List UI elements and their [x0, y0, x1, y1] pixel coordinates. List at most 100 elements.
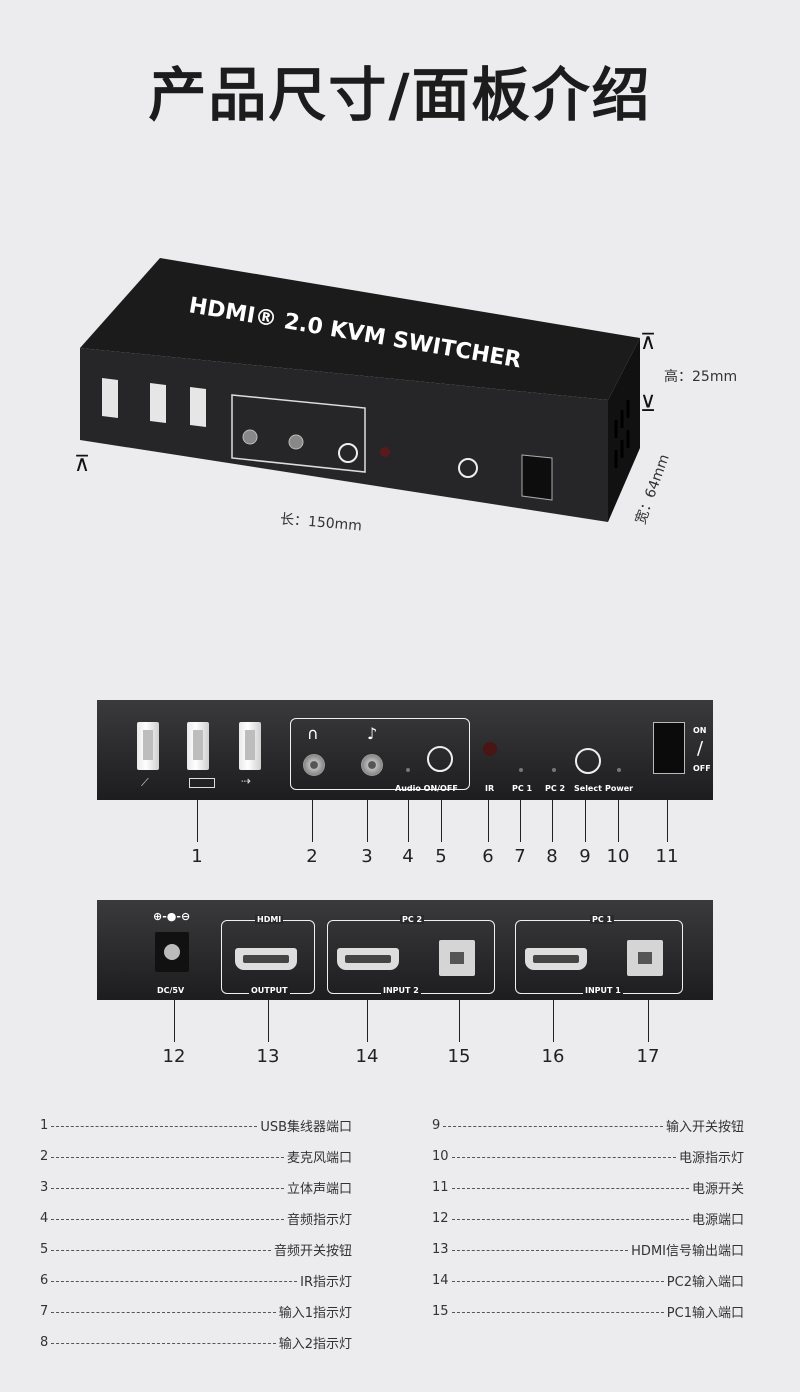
callout-number: 2: [306, 846, 318, 867]
legend-dashes: [51, 1312, 276, 1313]
legend-text: 音频开关按钮: [273, 1244, 352, 1259]
legend-number: 6: [40, 1273, 49, 1288]
legend-text: HDMI信号输出端口: [631, 1244, 744, 1259]
callout-number: 1: [191, 846, 203, 867]
legend-text: 输入1指示灯: [278, 1306, 352, 1321]
legend-dashes: [51, 1219, 284, 1220]
callout-number: 6: [482, 846, 494, 867]
legend-number: 15: [432, 1304, 449, 1319]
legend-number: 12: [432, 1211, 449, 1226]
microphone-icon: ♪: [367, 724, 378, 743]
legend-number: 8: [40, 1335, 49, 1350]
select-label: Select: [574, 784, 602, 793]
callout-line: [367, 1000, 368, 1042]
output-label: OUTPUT: [249, 986, 290, 995]
usb-port[interactable]: [187, 722, 209, 770]
callout-number: 4: [402, 846, 414, 867]
usb-b-input1-port[interactable]: [627, 940, 663, 976]
callout-line: [174, 1000, 175, 1042]
hdmi-output-port[interactable]: [235, 948, 297, 970]
callout-number: 12: [162, 1046, 186, 1067]
legend-item: 12 电源端口: [432, 1209, 744, 1228]
legend-dashes: [51, 1157, 284, 1158]
pc2-led: [552, 768, 556, 772]
legend-text: 输入开关按钮: [665, 1120, 744, 1135]
legend-text: 麦克风端口: [286, 1151, 352, 1166]
audio-group-box: [290, 718, 470, 790]
keyboard-icon: [189, 778, 215, 788]
callout-number: 10: [606, 846, 630, 867]
legend-text: PC1输入端口: [666, 1306, 744, 1321]
power-led: [617, 768, 621, 772]
legend-text: USB集线器端口: [260, 1120, 352, 1135]
input1-label: INPUT 1: [583, 986, 623, 995]
callout-number: 11: [655, 846, 679, 867]
callout-number: 17: [636, 1046, 660, 1067]
input2-label: INPUT 2: [381, 986, 421, 995]
stereo-jack[interactable]: [361, 754, 383, 776]
legend-number: 2: [40, 1149, 49, 1164]
off-label: OFF: [693, 764, 711, 773]
callout-line: [367, 800, 368, 842]
power-switch[interactable]: [653, 722, 685, 774]
front-panel: ⟋ ⇢ ∩ ♪ Audio ON/OFF IR PC 1 PC 2 Select…: [97, 700, 713, 800]
usb-port[interactable]: [239, 722, 261, 770]
legend-dashes: [443, 1126, 663, 1127]
pc1-led: [519, 768, 523, 772]
on-label: ON: [693, 726, 707, 735]
dim-marker: ⊼: [640, 330, 657, 355]
callout-number: 5: [435, 846, 447, 867]
slash-label: /: [697, 738, 704, 759]
legend-dashes: [451, 1250, 629, 1251]
hdmi-input2-port[interactable]: [337, 948, 399, 970]
legend-item: 13 HDMI信号输出端口: [432, 1240, 744, 1259]
callout-line: [312, 800, 313, 842]
audio-led: [406, 768, 410, 772]
hdmi-input1-port[interactable]: [525, 948, 587, 970]
legend-dashes: [51, 1126, 258, 1127]
pc1-label: PC 1: [512, 784, 533, 793]
callout-line: [197, 800, 198, 842]
callout-number: 7: [514, 846, 526, 867]
page-title: 产品尺寸/面板介绍: [148, 61, 652, 129]
callout-line: [459, 1000, 460, 1042]
audio-label: Audio ON/OFF: [395, 784, 458, 793]
legend-item: 1 USB集线器端口: [40, 1116, 352, 1135]
callout-line: [520, 800, 521, 842]
legend-item: 2 麦克风端口: [40, 1147, 352, 1166]
headphones-icon: ∩: [307, 724, 319, 743]
legend-dashes: [451, 1312, 664, 1313]
legend-dashes: [51, 1343, 276, 1344]
dim-height: 高：25mm: [664, 369, 738, 385]
legend-number: 1: [40, 1118, 49, 1133]
legend-number: 11: [432, 1180, 449, 1195]
legend-dashes: [51, 1281, 298, 1282]
callout-line: [488, 800, 489, 842]
legend-dashes: [51, 1188, 284, 1189]
dc-jack[interactable]: [155, 932, 189, 972]
legend-text: 电源指示灯: [678, 1151, 744, 1166]
ir-window: [483, 742, 497, 756]
pc2-label: PC 2: [545, 784, 566, 793]
callout-line: [648, 1000, 649, 1042]
microphone-jack[interactable]: [303, 754, 325, 776]
select-button[interactable]: [575, 748, 601, 774]
ir-label: IR: [485, 784, 495, 793]
legend-dashes: [451, 1157, 676, 1158]
legend-text: 输入2指示灯: [278, 1337, 352, 1352]
callout-number: 13: [256, 1046, 280, 1067]
legend-text: 电源端口: [691, 1213, 744, 1228]
legend-number: 3: [40, 1180, 49, 1195]
usb-port[interactable]: [137, 722, 159, 770]
callout-line: [268, 1000, 269, 1042]
callout-number: 16: [541, 1046, 565, 1067]
dim-marker: ⊼: [74, 452, 91, 477]
callout-line: [441, 800, 442, 842]
legend-number: 13: [432, 1242, 449, 1257]
polarity-label: ⊕-●-⊖: [153, 910, 191, 923]
usb-b-input2-port[interactable]: [439, 940, 475, 976]
audio-onoff-button[interactable]: [427, 746, 453, 772]
